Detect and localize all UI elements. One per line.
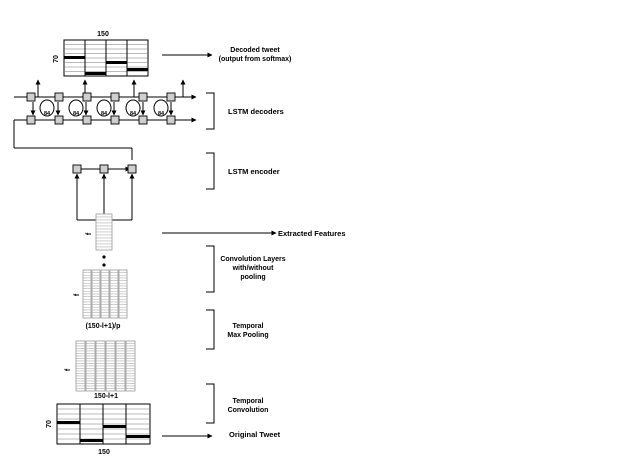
max-pooling-label-line2: Max Pooling — [227, 332, 268, 339]
conv-f-label: f — [65, 368, 72, 371]
lstm-encoder-label: LSTM encoder — [228, 167, 280, 176]
max-pooling-bracket — [206, 309, 215, 350]
bottom-width-label: 150 — [98, 449, 110, 456]
top-height-label: 70 — [53, 55, 60, 63]
lstm-encoder-block — [14, 147, 137, 221]
conv-layers-label: Convolution Layers — [220, 256, 285, 263]
pool-width-label: (150-l+1)/p — [86, 323, 121, 330]
max-pooling-maps — [75, 340, 136, 392]
lstm-decoders-block: 84 84 84 84 84 — [13, 79, 197, 148]
original-tweet-label: Original Tweet — [229, 430, 281, 439]
features-f-label: f — [86, 232, 93, 235]
top-width-label: 150 — [97, 31, 109, 38]
bottom-height-label: 70 — [46, 420, 53, 428]
svg-text:84: 84 — [44, 111, 51, 117]
conv-layers-bracket — [206, 245, 215, 293]
conv-width-label: 150-l+1 — [94, 393, 118, 400]
original-tweet-matrix — [56, 403, 151, 445]
temporal-convolution-label: Temporal — [233, 398, 264, 405]
svg-text:84: 84 — [73, 111, 80, 117]
svg-text:84: 84 — [158, 111, 165, 117]
extracted-features-column — [95, 213, 113, 251]
ellipsis-dot — [102, 263, 106, 267]
conv-layers-label-line3: pooling — [240, 274, 265, 281]
svg-text:84: 84 — [101, 111, 108, 117]
lstm-decoders-label: LSTM decoders — [228, 107, 284, 116]
temporal-convolution-label-line2: Convolution — [228, 407, 269, 414]
lstm-encoder-bracket — [206, 152, 215, 190]
lstm-decoders-bracket — [206, 92, 215, 130]
conv-layers-maps — [82, 269, 128, 319]
decoded-tweet-sublabel: (output from softmax) — [219, 56, 292, 63]
pool-f-label: f — [74, 293, 81, 296]
ellipsis-dot — [102, 255, 106, 259]
temporal-convolution-bracket — [206, 383, 215, 424]
decoded-tweet-matrix — [63, 39, 149, 77]
svg-text:84: 84 — [130, 111, 137, 117]
max-pooling-label: Temporal — [233, 323, 264, 330]
extracted-features-label: Extracted Features — [278, 229, 346, 238]
conv-layers-label-line2: with/without — [232, 265, 274, 272]
decoded-tweet-label: Decoded tweet — [230, 47, 280, 54]
